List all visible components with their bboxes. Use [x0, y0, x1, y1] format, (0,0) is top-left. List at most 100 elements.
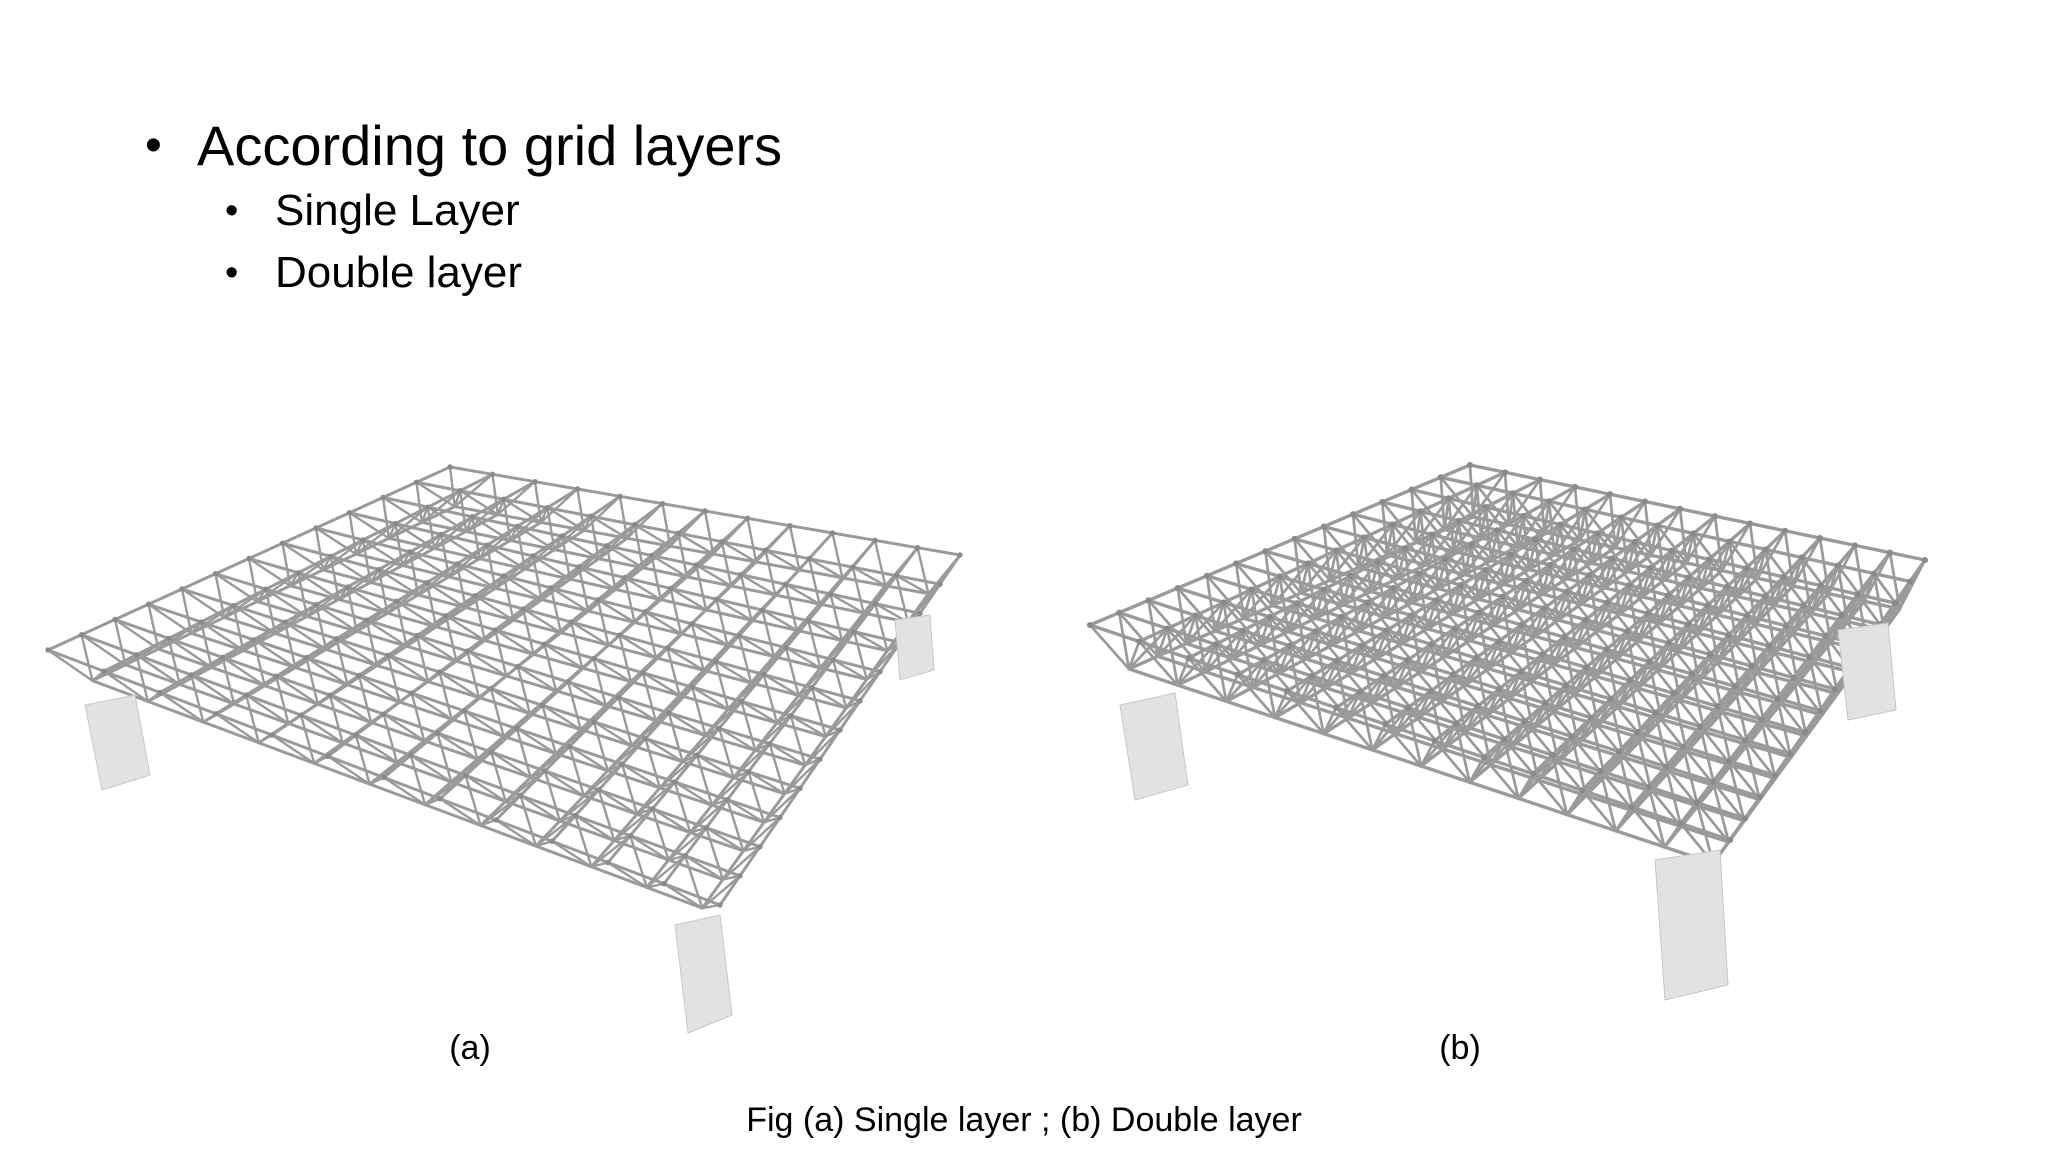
diagonal-member	[1400, 598, 1438, 645]
diagonal-member	[1241, 629, 1255, 689]
bottom-chord-member	[1443, 654, 1491, 671]
diagonal-member	[516, 525, 556, 551]
diagonal-member	[1452, 673, 1489, 717]
diagonal-member	[1670, 549, 1682, 608]
top-chord-member	[1175, 586, 1226, 605]
diagonal-member	[305, 656, 349, 686]
grid-node	[857, 698, 863, 704]
bottom-chord-member	[316, 702, 373, 724]
diagonal-member	[1558, 523, 1593, 565]
diagonal-member	[1836, 564, 1849, 624]
grid-node	[1536, 476, 1544, 483]
diagonal-member	[305, 656, 320, 706]
diagonal-member	[1384, 722, 1423, 768]
grid-node	[712, 658, 719, 665]
diagonal-member	[1452, 519, 1461, 553]
diagonal-member	[466, 649, 508, 678]
diagonal-member	[1419, 627, 1457, 674]
grid-node	[333, 636, 340, 642]
grid-node	[872, 600, 878, 607]
diagonal-member	[1147, 599, 1160, 658]
diagonal-member	[1599, 769, 1635, 813]
diagonal-member	[566, 680, 582, 731]
grid-node	[566, 743, 573, 750]
diagonal-member	[566, 680, 608, 707]
diagonal-member	[789, 714, 827, 738]
top-chord-member	[694, 563, 743, 577]
diagonal-member	[906, 582, 942, 624]
diagonal-member	[1304, 615, 1343, 661]
diagonal-member	[408, 550, 420, 597]
grid-node	[1234, 671, 1241, 678]
diagonal-member	[549, 586, 590, 613]
bottom-chord-member	[1349, 671, 1399, 689]
diagonal-member	[1330, 601, 1369, 647]
grid-node	[219, 654, 226, 661]
diagonal-member	[1277, 644, 1291, 675]
diagonal-member	[1166, 627, 1207, 674]
bottom-chord-member	[678, 693, 730, 711]
diagonal-member	[824, 699, 862, 738]
bottom-chord-member	[710, 803, 766, 824]
diagonal-member	[223, 588, 268, 619]
diagonal-member	[1541, 547, 1576, 596]
bottom-chord-member	[479, 823, 538, 848]
grid-node	[45, 647, 51, 653]
diagonal-member	[1370, 674, 1386, 705]
grid-node	[346, 510, 353, 516]
grid-node	[327, 553, 334, 560]
diagonal-member	[549, 586, 563, 634]
diagonal-member	[1306, 562, 1317, 620]
top-chord-member	[806, 619, 856, 634]
diagonal-member	[678, 660, 717, 697]
grid-node	[489, 471, 496, 478]
diagonal-member	[673, 780, 714, 807]
diagonal-member	[434, 594, 477, 629]
diagonal-member	[1523, 719, 1540, 782]
top-chord-member	[1418, 496, 1451, 514]
bottom-chord-member	[681, 760, 736, 780]
diagonal-member	[644, 737, 662, 790]
grid-node	[1822, 632, 1829, 640]
grid-node	[1662, 763, 1669, 770]
diagonal-member	[283, 621, 297, 669]
diagonal-member	[668, 509, 707, 548]
diagonal-member	[589, 515, 600, 560]
top-chord-member	[666, 646, 718, 663]
diagonal-member	[1457, 519, 1493, 562]
top-chord-member	[281, 526, 318, 545]
grid-node	[805, 618, 811, 624]
grid-node	[414, 632, 420, 639]
grid-node	[1786, 750, 1794, 757]
top-chord-member	[438, 797, 498, 822]
grid-node	[1383, 627, 1390, 634]
bottom-chord-member	[1321, 731, 1375, 752]
diagonal-member	[726, 798, 745, 853]
diagonal-member	[620, 762, 662, 790]
top-chord-member	[623, 576, 673, 590]
diagonal-member	[645, 854, 687, 889]
grid-node	[1482, 504, 1489, 511]
top-chord-member	[491, 472, 537, 484]
diagonal-member	[335, 637, 379, 667]
top-chord-member	[1691, 514, 1717, 536]
top-chord-member	[1496, 623, 1524, 644]
diagonal-member	[865, 641, 902, 681]
diagonal-member	[346, 585, 358, 633]
diagonal-member	[337, 568, 380, 601]
grid-node	[501, 496, 507, 502]
diagonal-member	[1596, 601, 1609, 633]
diagonal-member	[180, 587, 226, 619]
diagonal-member	[695, 563, 733, 588]
grid-node	[1725, 632, 1732, 639]
top-chord-member	[1655, 523, 1696, 536]
diagonal-member	[677, 532, 689, 579]
top-chord-member	[304, 656, 361, 677]
diagonal-member	[1578, 508, 1587, 542]
grid-node	[1626, 677, 1634, 684]
bottom-chord-member	[293, 666, 349, 687]
grid-node	[392, 520, 399, 527]
diagonal-member	[1459, 583, 1471, 643]
bottom-chord-member	[818, 602, 866, 615]
top-chord-member	[415, 634, 469, 653]
